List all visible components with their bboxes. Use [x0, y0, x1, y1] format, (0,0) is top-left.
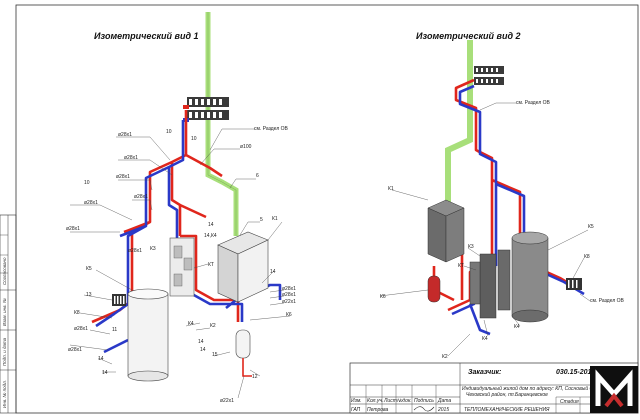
boiler-k1-view1	[217, 231, 269, 303]
doc-code: 030.15-2015-ТМ	[556, 369, 608, 376]
label-d28-9: ø28x1	[74, 326, 88, 332]
label-15: 15	[212, 352, 218, 358]
label-14d: 14	[270, 269, 276, 275]
label-razdel-ov-1: см. Раздел ОВ	[254, 126, 289, 132]
label-razdel-ov-3: см. Раздел ОВ	[590, 298, 625, 304]
return-pipes-1	[95, 120, 282, 354]
label-10a: 10	[166, 129, 172, 135]
label-k5-view2: К5	[588, 224, 594, 230]
label-k1-view1: К1	[272, 216, 278, 222]
col-ndok: №док.	[397, 398, 412, 404]
pump-group-view2	[469, 249, 511, 319]
view2-schematic: см. Раздел ОВ см. Раздел ОВ К1 К3 КТ К5 …	[379, 40, 625, 360]
col-list: Лист	[383, 398, 397, 404]
label-d28-3: ø28x1	[116, 174, 130, 180]
label-k4-view1: К4	[188, 321, 194, 327]
label-k2-view1: К2	[210, 323, 216, 329]
label-14-k4: 14,К4	[204, 233, 217, 239]
label-11: 11	[112, 327, 117, 333]
supply-pipes-1	[91, 110, 240, 324]
tank-k5-view1	[127, 288, 169, 382]
label-k3-view2: К3	[468, 244, 474, 250]
gap-name: Петрова	[367, 407, 389, 413]
tank-k5-view2	[511, 231, 549, 323]
drawing-frame	[15, 4, 639, 414]
label-d22: ø22x1	[282, 299, 296, 305]
label-d28-7: ø28x1	[282, 286, 296, 292]
view1-schematic: ø28x1 ø28x1 ø28x1 ø28x1 ø28x1 ø28x1 ø28x…	[66, 12, 296, 404]
col-data: Дата	[437, 398, 451, 404]
label-k6-view1: К6	[286, 312, 292, 318]
stamp-replace-inv: Взам. инв. №	[2, 298, 7, 326]
stamp-sign-date: Подп. и дата	[2, 337, 7, 366]
label-kt-view2: КТ	[458, 263, 464, 269]
label-d22-bottom: ø22x1	[220, 398, 234, 404]
label-k3-view1: К3	[150, 246, 156, 252]
col-izm: Изм.	[351, 398, 362, 404]
label-d28-1: ø28x1	[118, 132, 132, 138]
stamp-agreed: Согласовано	[2, 257, 7, 285]
expansion-vessel-k6-view1	[235, 329, 252, 377]
project-description: Индивидуальный жилой дом по адресу: КП, …	[462, 385, 599, 392]
vent-pipe-1	[205, 12, 239, 236]
view2-title: Изометрический вид 2	[416, 31, 521, 41]
label-10c: 10	[84, 180, 90, 186]
customer-label: Заказчик:	[468, 369, 501, 376]
stamp-inv-original: Инв. № подл.	[2, 380, 7, 408]
radiator-k8-view2	[566, 278, 582, 290]
gap-signature	[413, 406, 435, 412]
label-k4b-view2: К4	[482, 336, 488, 342]
label-k6-view2: К6	[380, 294, 386, 300]
col-kol-uch: Кол.уч.	[367, 398, 383, 404]
vent-pipe-2	[445, 40, 473, 206]
label-k5-view1: К5	[86, 266, 92, 272]
stage-label: Стадия	[560, 399, 579, 405]
label-6: 6	[256, 173, 259, 179]
label-14b: 14	[98, 356, 104, 362]
label-5: 5	[260, 217, 263, 223]
pump-group-view1	[169, 237, 195, 297]
view1-title: Изометрический вид 1	[94, 31, 199, 41]
label-d28-low: ø28x1	[68, 347, 82, 353]
project-description-2: Чеховский район, пп.Баранцевское	[466, 391, 548, 398]
label-k8-view2: К8	[584, 254, 590, 260]
label-13: 13	[86, 292, 92, 298]
label-k1-view2: К1	[388, 186, 394, 192]
gap-date: 2015	[437, 407, 449, 413]
expansion-vessel-k6-view2	[427, 275, 441, 303]
label-14e: 14	[198, 339, 204, 345]
label-12: 12	[252, 374, 258, 380]
brand-logo	[590, 366, 638, 413]
gap-role: ГАП	[351, 407, 361, 413]
manifold-top-2	[474, 66, 504, 85]
label-k2-view2: К2	[442, 354, 448, 360]
label-14c: 14	[102, 370, 108, 376]
label-d28-4: ø28x1	[134, 194, 148, 200]
section-title: ТЕПЛОМЕХАНИЧЕСКИЕ РЕШЕНИЯ	[464, 407, 550, 413]
label-10b: 10	[191, 136, 197, 142]
label-14f: 14	[200, 347, 206, 353]
boiler-k1-view2	[427, 199, 465, 263]
side-stamp: Согласовано Взам. инв. № Подп. и дата Ин…	[0, 214, 17, 414]
label-d28-low2: ø28x1	[128, 248, 142, 254]
label-k4-view2: К4	[514, 324, 520, 330]
label-d28-6: ø28x1	[66, 226, 80, 232]
label-14a: 14	[208, 222, 214, 228]
label-razdel-ov-2: см. Раздел ОВ	[516, 100, 551, 106]
radiator-k8-view1	[112, 294, 126, 306]
label-d28-2: ø28x1	[124, 155, 138, 161]
label-kt-view1: КТ	[208, 262, 214, 268]
label-d100: ø100	[240, 144, 252, 150]
label-d28-8: ø28x1	[282, 292, 296, 298]
col-podpis: Подпись	[414, 398, 434, 404]
label-k8-view1: К8	[74, 310, 80, 316]
label-d28-5: ø28x1	[84, 200, 98, 206]
